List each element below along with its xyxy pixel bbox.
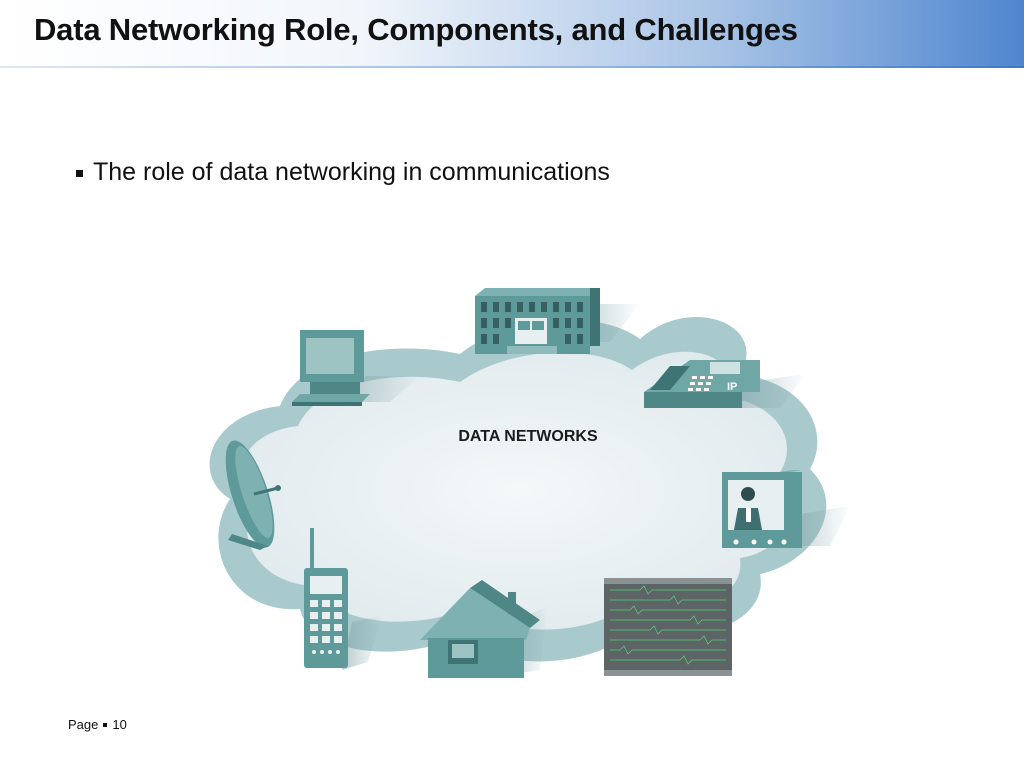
ip-phone-badge: IP <box>727 381 737 393</box>
cloud-inner <box>241 351 795 630</box>
television-icon <box>722 470 850 548</box>
page-number: 10 <box>112 717 127 732</box>
office-building-icon <box>475 288 640 354</box>
bullet-item: The role of data networking in communica… <box>76 158 610 187</box>
ip-phone-icon: IP <box>644 360 806 408</box>
bullet-text: The role of data networking in communica… <box>93 158 610 186</box>
house-icon <box>420 580 548 678</box>
data-networks-diagram: DATA NETWORKS <box>209 288 850 678</box>
title-banner <box>0 0 1024 66</box>
bullet-square-icon <box>76 170 83 177</box>
data-networks-figure: DATA NETWORKS <box>170 284 850 686</box>
monitoring-display-icon <box>604 578 732 676</box>
computer-icon <box>292 330 420 406</box>
title-rule <box>0 66 1024 68</box>
cloud-center-label: DATA NETWORKS <box>458 428 598 445</box>
satellite-dish-icon <box>225 440 281 550</box>
footer-separator-icon <box>103 722 108 727</box>
mobile-phone-icon <box>304 528 382 670</box>
slide-title: Data Networking Role, Components, and Ch… <box>34 12 798 47</box>
page-label: Page <box>68 717 99 732</box>
page-footer: Page 10 <box>68 717 127 732</box>
